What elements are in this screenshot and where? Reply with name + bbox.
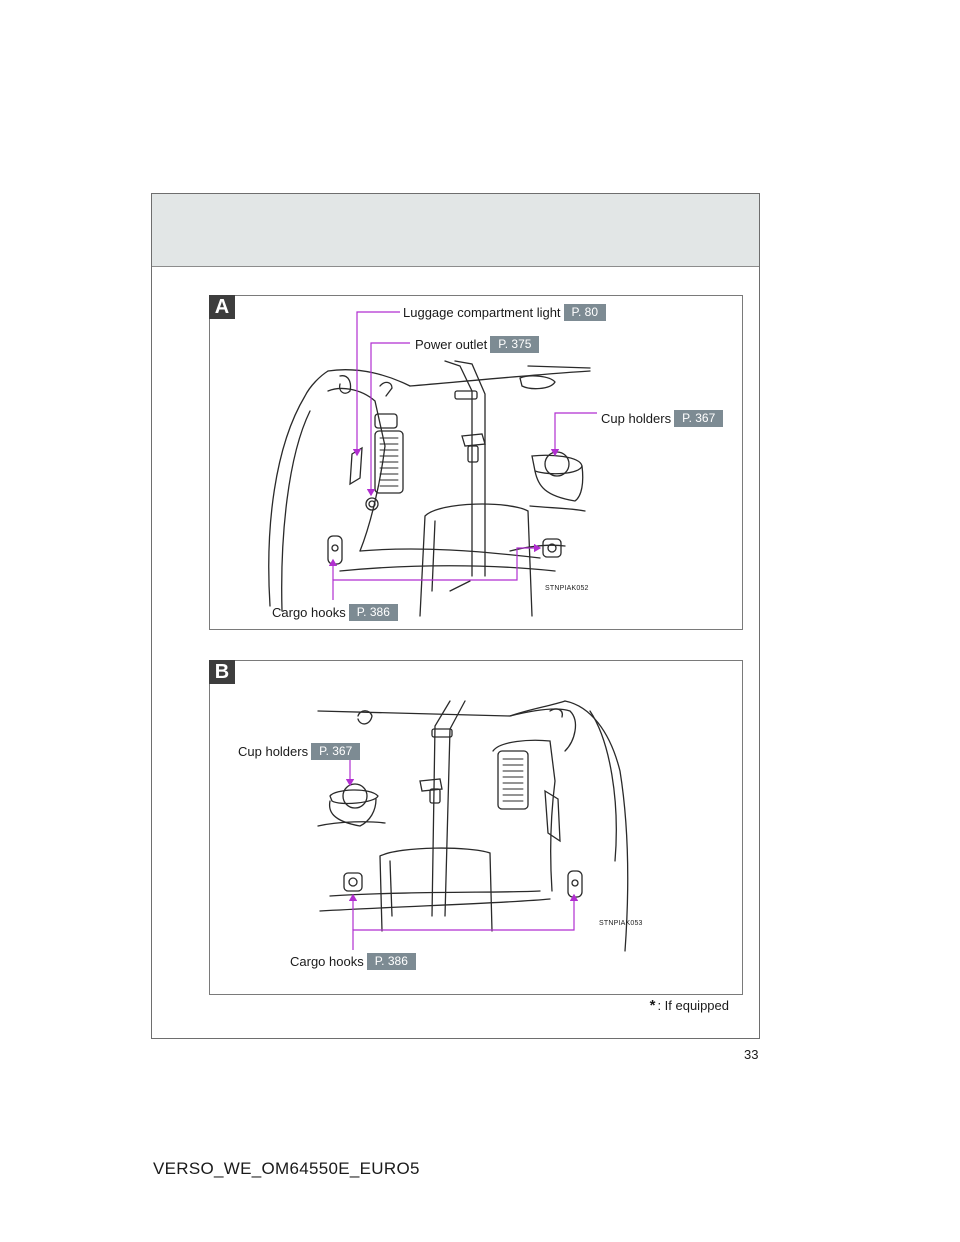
cargo-hooks-page-ref-b[interactable]: P. 386 — [366, 953, 416, 970]
asterisk-icon: * — [649, 997, 656, 1014]
page-number: 33 — [744, 1047, 759, 1062]
illustration-code-b: STNPIAK053 — [599, 920, 643, 927]
luggage-compartment-illustration-b — [317, 700, 629, 952]
cargo-hooks-page-ref-a[interactable]: P. 386 — [348, 604, 398, 621]
cup-holders-page-ref-a[interactable]: P. 367 — [674, 410, 724, 427]
luggage-light-page-ref[interactable]: P. 80 — [563, 304, 607, 321]
frame-header-band — [152, 194, 759, 267]
cup-holders-page-ref-b[interactable]: P. 367 — [311, 743, 361, 760]
power-outlet-page-ref[interactable]: P. 375 — [490, 336, 540, 353]
illustration-panel-a: A — [209, 295, 743, 630]
panel-letter-a: A — [209, 295, 235, 319]
footnote-if-equipped: *: If equipped — [649, 997, 729, 1014]
illustration-panel-b: B Cup h — [209, 660, 743, 995]
illustration-code-a: STNPIAK052 — [545, 585, 589, 592]
document-id: VERSO_WE_OM64550E_EURO5 — [153, 1159, 420, 1178]
panel-letter-b: B — [209, 660, 235, 684]
